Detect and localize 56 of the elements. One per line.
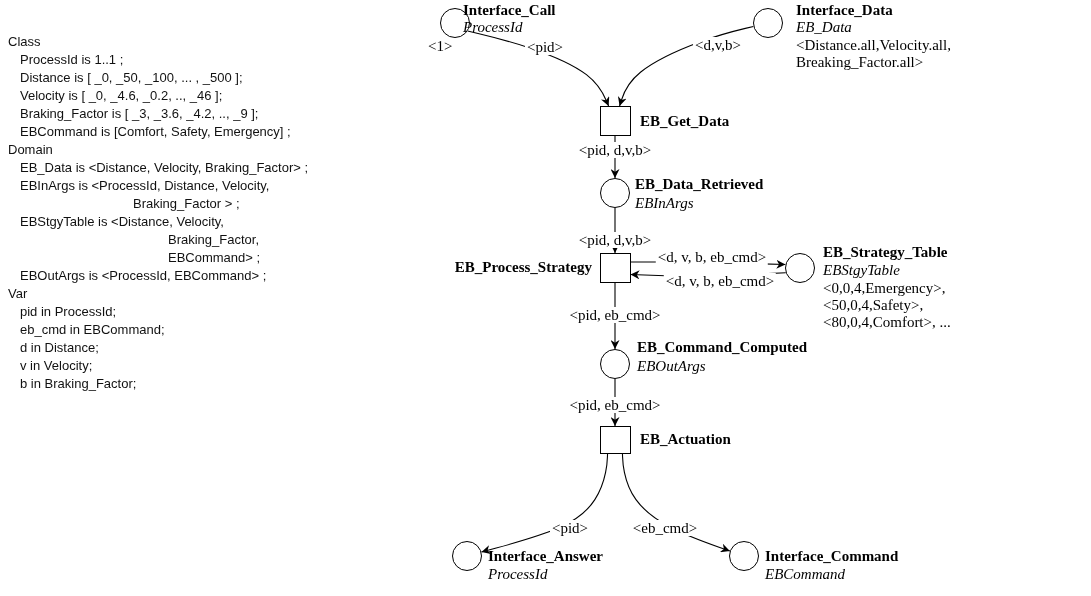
declaration-text: EBInArgs is <ProcessId, Distance, Velocity, Braking_Factor > ; bbox=[20, 177, 271, 213]
declaration-text: EB_Data is <Distance, Velocity, Braking_Factor> ; bbox=[20, 159, 309, 177]
declaration-text: Braking_Factor is [ _3, _3.6, _4.2, .., _9 ]; bbox=[20, 105, 259, 123]
transition-name: EB_Process_Strategy bbox=[453, 259, 592, 276]
place-circle bbox=[729, 541, 759, 571]
place-type: ProcessId bbox=[463, 19, 523, 36]
place-name: EB_Command_Computed bbox=[637, 339, 808, 356]
transition-name: EB_Actuation bbox=[640, 431, 731, 448]
declaration-text: pid in ProcessId; bbox=[20, 303, 117, 321]
edge-label: <eb_cmd> bbox=[630, 520, 700, 536]
place-circle bbox=[600, 178, 630, 208]
edge-label: <pid, eb_cmd> bbox=[567, 397, 663, 413]
place-circle bbox=[753, 8, 783, 38]
place-type: EBInArgs bbox=[635, 195, 694, 212]
declaration-text: b in Braking_Factor; bbox=[20, 375, 137, 393]
declaration-text: Distance is [ _0, _50, _100, ... , _500 ]; bbox=[20, 69, 243, 87]
transition-box bbox=[599, 106, 631, 136]
declaration-text: v in Velocity; bbox=[20, 357, 93, 375]
place-type: EB_Data bbox=[796, 19, 852, 36]
place-name: Interface_Command bbox=[765, 548, 899, 565]
transition-box bbox=[599, 253, 631, 283]
place-name: EB_Strategy_Table bbox=[823, 244, 948, 261]
edge-label: <d, v, b, eb_cmd> bbox=[655, 249, 769, 265]
edge-label: <d,v,b> bbox=[693, 37, 743, 53]
place-marking: <0,0,4,Emergency>, <50,0,4,Safety>, <80,0,4,Comfort>, ... bbox=[823, 280, 952, 331]
declaration-text: eb_cmd in EBCommand; bbox=[20, 321, 165, 339]
declaration-text: Var bbox=[8, 285, 28, 303]
declaration-text: EBCommand is [Comfort, Safety, Emergency] ; bbox=[20, 123, 291, 141]
transition-box bbox=[599, 426, 631, 454]
declaration-text: Velocity is [ _0, _4.6, _0.2, .., _46 ]; bbox=[20, 87, 223, 105]
place-name: Interface_Answer bbox=[488, 548, 603, 565]
declaration-text: d in Distance; bbox=[20, 339, 99, 357]
place-circle bbox=[785, 253, 815, 283]
place-type: ProcessId bbox=[488, 566, 548, 583]
place-name: Interface_Data bbox=[796, 2, 893, 19]
place-name: EB_Data_Retrieved bbox=[635, 176, 764, 193]
declaration-text: EBOutArgs is <ProcessId, EBCommand> ; bbox=[20, 267, 267, 285]
place-type: EBCommand bbox=[765, 566, 845, 583]
declaration-text: EBStgyTable is <Distance, Velocity, Braking_Factor, EBCommand> ; bbox=[20, 213, 262, 267]
place-circle bbox=[600, 349, 630, 379]
transition-name: EB_Get_Data bbox=[640, 113, 730, 130]
edge-label: <pid> bbox=[524, 39, 566, 55]
place-type: EBStgyTable bbox=[823, 262, 900, 279]
place-name: Interface_Call bbox=[463, 2, 556, 19]
edge-label: <pid> bbox=[549, 520, 591, 536]
place-circle bbox=[452, 541, 482, 571]
edge-label: <pid, d,v,b> bbox=[576, 142, 654, 158]
edge-label: <pid, d,v,b> bbox=[576, 232, 654, 248]
place-marking: <Distance.all,Velocity.all, Breaking_Factor.all> bbox=[796, 37, 952, 71]
declaration-text: Class bbox=[8, 33, 41, 51]
declaration-text: ProcessId is 1..1 ; bbox=[20, 51, 124, 69]
edge-label: <pid, eb_cmd> bbox=[567, 307, 663, 323]
place-type: EBOutArgs bbox=[637, 358, 706, 375]
edge-label: <d, v, b, eb_cmd> bbox=[663, 273, 777, 289]
declaration-text: Domain bbox=[8, 141, 53, 159]
place-marking: <1> bbox=[428, 38, 453, 55]
